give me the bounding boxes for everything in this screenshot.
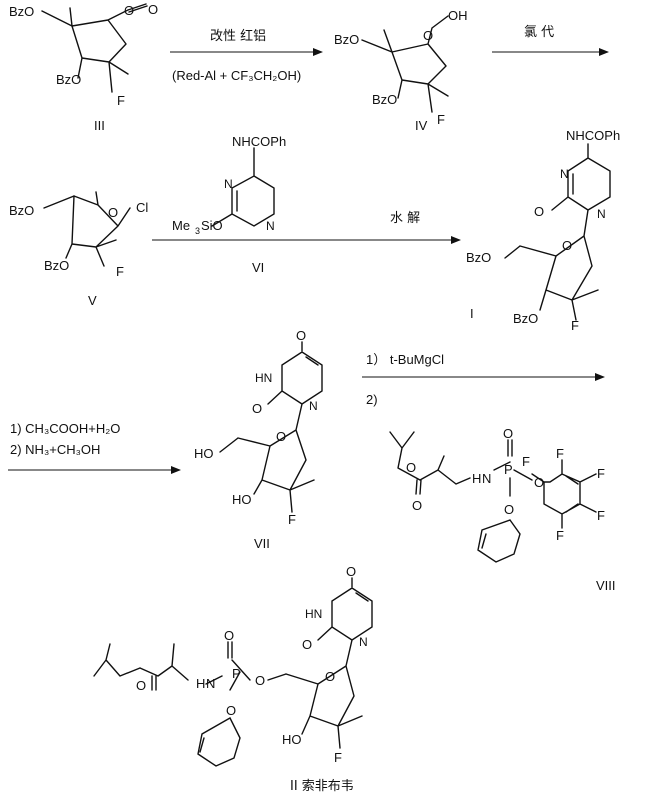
- I-ring-n3: N: [560, 167, 569, 181]
- VIII-phosphoryl-oxygen: O: [503, 426, 513, 441]
- VI-silyl-subscript: 3: [195, 226, 200, 236]
- IV-fluorine: F: [437, 112, 445, 127]
- VI-label: VI: [252, 260, 264, 275]
- VII-carbonyl-oxygen-top: O: [296, 328, 306, 343]
- compound-II: O HN O N O O N H P O O O HO F II 索非布韦: [93, 564, 373, 794]
- step5-arrow: 1） t-BuMgCl 2): [362, 352, 605, 407]
- I-fluorine: F: [571, 318, 579, 333]
- V-fluorine: F: [116, 264, 124, 279]
- II-carbonyl-oxygen-left: O: [302, 637, 312, 652]
- step2-arrow: 氯 代: [492, 25, 609, 56]
- step2-reagent-label: 氯 代: [524, 25, 554, 40]
- II-ring-oxygen: O: [325, 669, 335, 684]
- II-ring-nh: HN: [305, 607, 322, 621]
- V-group-bzo-bottom: BzO: [44, 258, 69, 273]
- compound-VI: NHCOPh N N Me 3 SiO VI: [172, 134, 286, 275]
- III-ring-oxygen: O: [124, 3, 134, 18]
- compound-III: BzO BzO O O F III: [9, 2, 158, 133]
- II-amine-h: H: [196, 676, 205, 691]
- VIII-fluorine-2: F: [597, 466, 605, 481]
- I-group-nhcoph: NHCOPh: [566, 128, 620, 143]
- VI-ring-n2: N: [266, 219, 275, 233]
- III-group-bzo-top: BzO: [9, 4, 34, 19]
- II-fluorine: F: [334, 750, 342, 765]
- step1-arrow: 改性 红铝 (Red-Al + CF₃CH₂OH): [170, 28, 323, 83]
- II-ester-oxygen: O: [136, 678, 146, 693]
- VII-carbonyl-oxygen-left: O: [252, 401, 262, 416]
- step3-reagent-label: 水 解: [390, 211, 420, 226]
- VIII-fluorine-4: F: [556, 528, 564, 543]
- VI-silyl-sio: SiO: [201, 218, 223, 233]
- VII-ring-nh: HN: [255, 371, 272, 385]
- VII-hydroxyl: HO: [232, 492, 252, 507]
- step3-arrow: 水 解: [152, 211, 461, 244]
- I-ring-oxygen: O: [562, 238, 572, 253]
- V-chlorine: Cl: [136, 200, 148, 215]
- VII-hydroxymethyl: HO: [194, 446, 214, 461]
- VIII-label: VIII: [596, 578, 616, 593]
- II-phosphate-oxygen: O: [255, 673, 265, 688]
- V-group-bzo-top: BzO: [9, 203, 34, 218]
- VIII-carbonyl-oxygen: O: [412, 498, 422, 513]
- I-label: I: [470, 306, 474, 321]
- VIII-fluorine-1: F: [556, 446, 564, 461]
- III-fluorine: F: [117, 93, 125, 108]
- III-carbonyl-oxygen: O: [148, 2, 158, 17]
- II-label: II 索非布韦: [290, 779, 354, 794]
- VIII-aryloxy-oxygen: O: [534, 475, 544, 490]
- compound-VIII: O O N H P O O O F F F F F VIII: [389, 426, 616, 593]
- VIII-amine-n: N: [482, 471, 491, 486]
- II-carbonyl-oxygen-top: O: [346, 564, 356, 579]
- VI-silyl-me: Me: [172, 218, 190, 233]
- compound-IV: BzO BzO O OH F IV: [334, 8, 468, 133]
- II-hydroxyl: HO: [282, 732, 302, 747]
- step4-arrow: 1) CH₃COOH+H₂O 2) NH₃+CH₃OH: [8, 421, 181, 474]
- IV-hydroxyl: OH: [448, 8, 468, 23]
- VII-fluorine: F: [288, 512, 296, 527]
- I-group-bzo-top: BzO: [466, 250, 491, 265]
- compound-V: BzO BzO O Cl F V: [9, 191, 148, 308]
- III-group-bzo-bottom: BzO: [56, 72, 81, 87]
- step1-conditions: (Red-Al + CF₃CH₂OH): [172, 68, 301, 83]
- II-ring-n1: N: [359, 635, 368, 649]
- V-ring-oxygen: O: [108, 205, 118, 220]
- VII-label: VII: [254, 536, 270, 551]
- V-label: V: [88, 293, 97, 308]
- I-ring-n1: N: [597, 207, 606, 221]
- VI-ring-n1: N: [224, 177, 233, 191]
- II-amine-n: N: [206, 676, 215, 691]
- IV-ring-oxygen: O: [423, 28, 433, 43]
- step4-condition-2: 2) NH₃+CH₃OH: [10, 442, 100, 457]
- II-phosphorus: P: [232, 666, 241, 681]
- VII-ring-oxygen: O: [276, 429, 286, 444]
- IV-label: IV: [415, 118, 428, 133]
- VIII-fluorine-3: F: [597, 508, 605, 523]
- compound-I: NHCOPh N O N BzO O BzO F I: [466, 128, 620, 333]
- VII-ring-n1: N: [309, 399, 318, 413]
- step1-reagent-label: 改性 红铝: [210, 28, 266, 44]
- IV-group-bzo-bottom: BzO: [372, 92, 397, 107]
- compound-VII: O HN O N HO O HO F VII: [194, 328, 323, 551]
- I-carbonyl-oxygen: O: [534, 204, 544, 219]
- II-phenoxy-oxygen: O: [226, 703, 236, 718]
- II-phosphoryl-oxygen: O: [224, 628, 234, 643]
- VIII-fluorine-5: F: [522, 454, 530, 469]
- VIII-phenoxy-oxygen: O: [504, 502, 514, 517]
- step5-condition-2: 2): [366, 392, 378, 407]
- step4-condition-1: 1) CH₃COOH+H₂O: [10, 421, 120, 436]
- VI-group-nhcoph: NHCOPh: [232, 134, 286, 149]
- IV-group-bzo-top: BzO: [334, 32, 359, 47]
- I-group-bzo-bottom: BzO: [513, 311, 538, 326]
- VIII-phosphorus: P: [504, 462, 513, 477]
- III-label: III: [94, 118, 105, 133]
- VIII-amine-h: H: [472, 471, 481, 486]
- VIII-ester-oxygen: O: [406, 460, 416, 475]
- step5-condition-1: 1） t-BuMgCl: [366, 352, 444, 367]
